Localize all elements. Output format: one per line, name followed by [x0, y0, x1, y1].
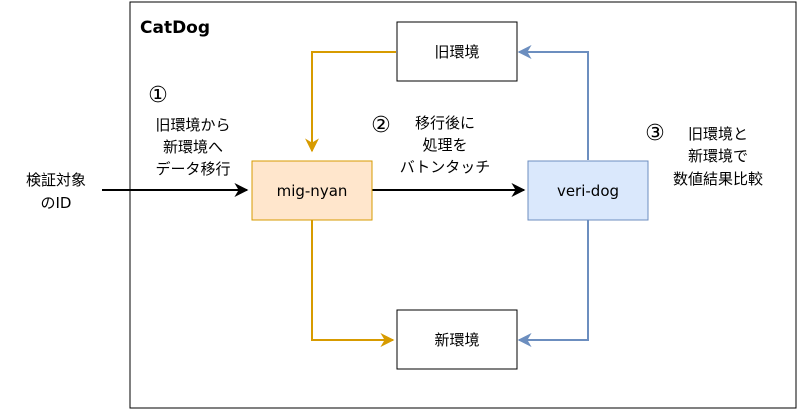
edge-mig-nyan-to-new-env — [311, 220, 395, 347]
step-1-line: データ移行 — [155, 160, 230, 178]
step-1-line: 旧環境から — [155, 116, 230, 134]
step-2-line: 処理を — [422, 136, 467, 154]
node-new-env-label: 新環境 — [434, 331, 479, 349]
step-3-line: 新環境で — [688, 147, 748, 165]
step-2-line: バトンタッチ — [400, 158, 490, 176]
edge-veri-dog-to-new-env — [517, 220, 589, 347]
edge-old-env-to-mig-nyan — [305, 51, 396, 153]
step-1-marker: ① — [148, 83, 168, 108]
step-3-line: 旧環境と — [688, 125, 748, 143]
input-label-line: のID — [41, 194, 72, 212]
node-old-env[interactable]: 旧環境 — [396, 21, 518, 82]
node-veri-dog[interactable]: veri-dog — [527, 160, 649, 221]
edge-veri-dog-to-old-env — [517, 45, 589, 160]
step-1-annotation: ① 旧環境から 新環境へ データ移行 — [148, 83, 230, 178]
step-3-marker: ③ — [645, 121, 665, 146]
node-old-env-label: 旧環境 — [434, 43, 479, 61]
step-2-annotation: ② 移行後に 処理を バトンタッチ — [371, 113, 490, 176]
step-2-marker: ② — [371, 113, 391, 138]
input-label: 検証対象 のID — [26, 171, 86, 212]
node-mig-nyan[interactable]: mig-nyan — [251, 160, 373, 221]
step-2-line: 移行後に — [415, 114, 475, 132]
node-mig-nyan-label: mig-nyan — [277, 182, 348, 200]
step-3-annotation: ③ 旧環境と 新環境で 数値結果比較 — [645, 121, 763, 188]
node-new-env[interactable]: 新環境 — [396, 309, 518, 370]
step-3-line: 数値結果比較 — [673, 170, 763, 188]
node-veri-dog-label: veri-dog — [557, 182, 619, 200]
input-label-line: 検証対象 — [26, 171, 86, 189]
step-1-line: 新環境へ — [163, 138, 223, 156]
container-title: CatDog — [140, 18, 210, 38]
